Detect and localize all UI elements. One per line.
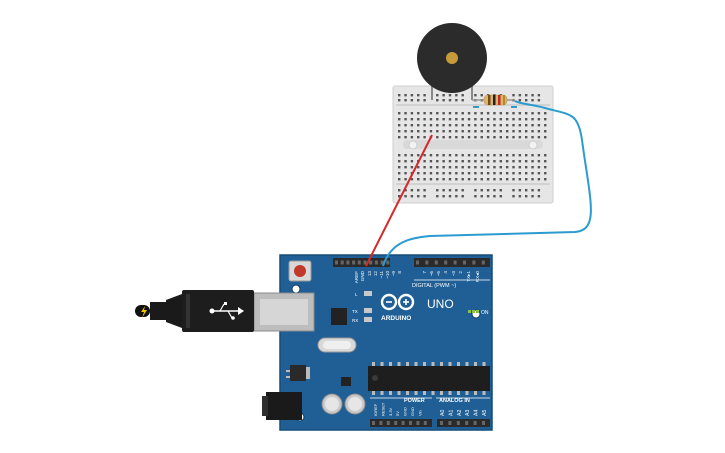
digital-header[interactable] [333, 258, 490, 267]
pin-label: 12 [373, 271, 378, 277]
pin-label: TX▸1 [466, 271, 471, 282]
power-pin-label: RESET [380, 402, 385, 416]
pin-label: ~9 [391, 271, 396, 277]
pin-label: ~5 [436, 271, 441, 277]
power-header-label: POWER [404, 398, 425, 404]
led-tx: TX [352, 308, 372, 314]
resistor[interactable] [472, 94, 517, 108]
analog-pin-label: A2 [457, 410, 463, 416]
pin-label: ~11 [379, 271, 384, 279]
led-rx: RX [352, 317, 372, 323]
pin-label: AREF [354, 271, 359, 283]
brand-label: ARDUINO [381, 315, 411, 322]
reset-button[interactable] [288, 260, 312, 282]
svg-text:RX: RX [352, 318, 358, 323]
power-pin-label: 5V [395, 411, 400, 416]
pin-label: 2 [458, 271, 463, 274]
capacitor-2 [344, 393, 366, 415]
analog-pin-label: A1 [448, 410, 454, 416]
pin-label: GND [360, 270, 365, 281]
crystal-oscillator [317, 337, 357, 353]
pin-label: RX◂0 [475, 271, 480, 283]
piezo-buzzer[interactable] [417, 23, 487, 100]
svg-text:L: L [355, 292, 358, 297]
digital-header-label: DIGITAL (PWM ~) [412, 283, 456, 289]
pin-label: 4 [443, 271, 448, 274]
arduino-infinity-logo [380, 293, 415, 311]
pin-label: 13 [367, 271, 372, 277]
analog-header-label: ANALOG IN [439, 398, 470, 404]
buzzer-center [446, 52, 458, 64]
voltage-regulator [286, 365, 310, 381]
svg-text:ON: ON [481, 310, 489, 316]
usb-cable[interactable] [135, 290, 254, 332]
atmega-microcontroller [368, 362, 490, 395]
pin-label: ~10 [385, 271, 390, 279]
usb-port[interactable] [253, 292, 315, 332]
usb-icon [209, 302, 244, 320]
analog-pin-label: A5 [482, 410, 488, 416]
breadboard-holes [398, 94, 547, 198]
power-pin-label: GND [403, 407, 408, 416]
breadboard[interactable] [392, 85, 554, 204]
usb-controller-chip [331, 308, 347, 325]
power-analog-header[interactable] [370, 419, 490, 427]
wire-red[interactable] [365, 134, 433, 267]
analog-pin-label: A3 [465, 410, 471, 416]
on-led: ON [468, 310, 489, 316]
analog-pin-label: A0 [440, 410, 446, 416]
pin-label: ~3 [451, 271, 456, 277]
pin-label: 8 [397, 271, 402, 274]
power-pin-label: 3.3V [388, 407, 393, 416]
lightning-icon [141, 306, 147, 318]
model-label: UNO [427, 297, 454, 311]
wire-blue[interactable] [382, 100, 592, 267]
small-chip [341, 377, 351, 386]
analog-pin-label: A4 [474, 410, 480, 416]
power-pin-label: GND [410, 407, 415, 416]
power-pin-label: IOREF [373, 403, 378, 416]
capacitor-1 [321, 393, 343, 415]
svg-text:TX: TX [352, 309, 358, 314]
pin-label: 7 [422, 271, 427, 274]
pin-label: ~6 [429, 271, 434, 277]
power-pin-label: Vin [417, 410, 422, 416]
led-l: L [355, 291, 372, 297]
dc-barrel-jack[interactable] [262, 392, 302, 420]
